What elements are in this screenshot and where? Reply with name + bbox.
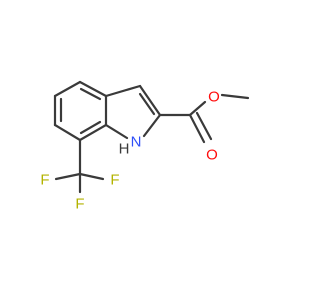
fluorine-right-label: F — [110, 172, 119, 189]
fluorine-bottom-label: F — [75, 196, 84, 213]
fluorine-left-label: F — [40, 172, 49, 189]
bond-c7-c6 — [53, 123, 82, 142]
bond-ccarbonyl-omethoxy — [188, 100, 207, 117]
bond-ccarbonyl-ocarbonyl — [188, 113, 206, 144]
bond-ccf3-f2 — [78, 172, 105, 181]
bond-c4-c3a-double — [79, 87, 102, 101]
bond-c3-c2-double — [138, 92, 156, 116]
bond-c7a-c7-double — [79, 120, 102, 135]
bond-c7a-c7 — [78, 123, 108, 142]
oxygen-methoxy-label: O — [208, 89, 220, 106]
hydrogen-label: H — [119, 141, 130, 158]
bond-c4-c3a — [78, 80, 108, 98]
bond-ccarbonyl-ocarbonyl-double — [195, 111, 213, 141]
bond-c3-c2 — [138, 84, 162, 117]
bond-ccf3-f1 — [54, 172, 82, 181]
molecule-structure: O O N H F F F — [40, 80, 250, 213]
bond-c2-n — [142, 113, 162, 138]
bond-c5-c4 — [53, 80, 82, 98]
nitrogen-label: N — [131, 134, 142, 151]
oxygen-carbonyl-label: O — [206, 147, 218, 164]
bond-n-c7a — [104, 123, 129, 140]
bond-omethoxy-ch3 — [220, 93, 250, 100]
bond-c3a-c3 — [104, 84, 142, 98]
